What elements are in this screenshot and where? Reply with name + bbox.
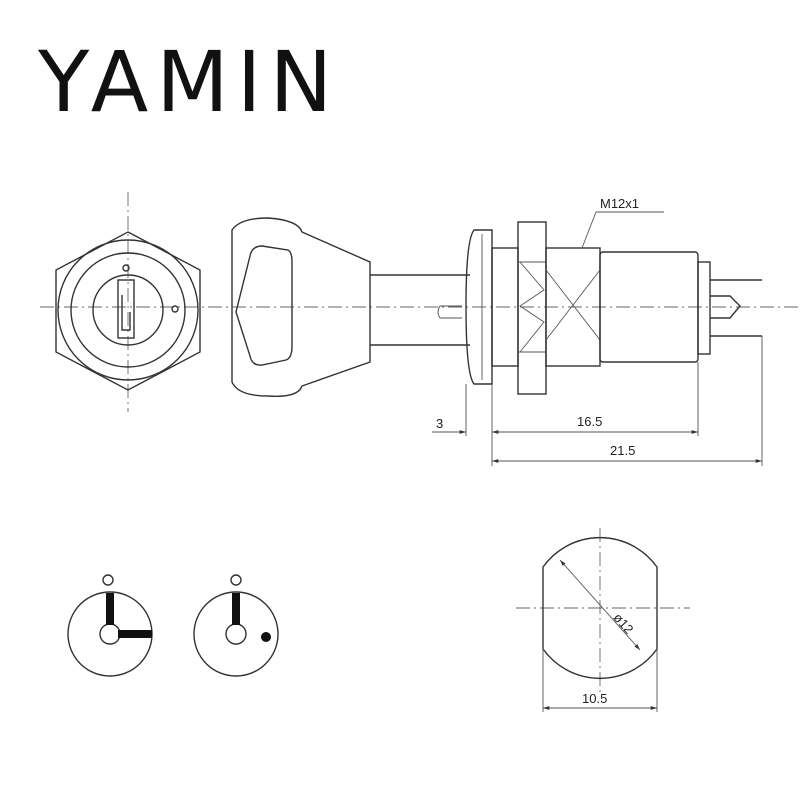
key-bow-hole	[235, 245, 293, 366]
solder-terminals	[710, 279, 762, 337]
hex-nut-outline	[55, 231, 201, 391]
rear-terminal-tab	[710, 295, 741, 319]
keyway-slot	[117, 279, 135, 339]
position-2-dot	[261, 632, 271, 642]
key	[231, 217, 470, 397]
position-2-outline	[193, 591, 279, 677]
flange-circle	[57, 239, 199, 381]
position-1-center-ring	[99, 623, 121, 645]
plug-face-circle	[92, 274, 164, 346]
dimension-diameter: ø12	[610, 610, 636, 637]
cylinder-face-circle	[70, 252, 186, 368]
position-indicator-2	[193, 574, 279, 677]
nut-chamfer	[519, 261, 545, 353]
front-flange	[465, 229, 493, 385]
dimension-flat-width: 10.5	[582, 691, 607, 706]
dimension-body-length: 16.5	[577, 414, 602, 429]
position-1-dot-marker	[102, 574, 114, 586]
back-cap	[697, 261, 711, 355]
panel-cutout-view: ø12 10.5	[516, 528, 690, 712]
key-tip	[437, 305, 462, 319]
position-1-horizontal-bar	[118, 630, 152, 638]
indicator-hole-top	[122, 264, 130, 272]
position-indicator-1	[67, 574, 153, 677]
position-2-dot-marker	[230, 574, 242, 586]
position-2-vertical-bar	[232, 593, 240, 625]
side-view-dimensions: 3 16.5 21.5	[432, 336, 763, 466]
thread-label: M12x1	[600, 196, 639, 211]
thread-label-leader	[581, 211, 597, 249]
indicator-hole-right	[171, 305, 179, 313]
position-2-center-ring	[225, 623, 247, 645]
keyway-profile	[121, 295, 131, 331]
dimension-overall-length: 21.5	[610, 443, 635, 458]
dimension-flange: 3	[436, 416, 443, 431]
key-bow	[231, 217, 371, 397]
brand-logo: YAMIN	[38, 33, 341, 131]
switch-side-view: M12x1	[465, 196, 762, 395]
diameter-dimension-line	[559, 559, 641, 651]
position-1-vertical-bar	[106, 593, 114, 625]
thread-cross-mark	[545, 269, 601, 341]
front-view	[40, 192, 800, 412]
